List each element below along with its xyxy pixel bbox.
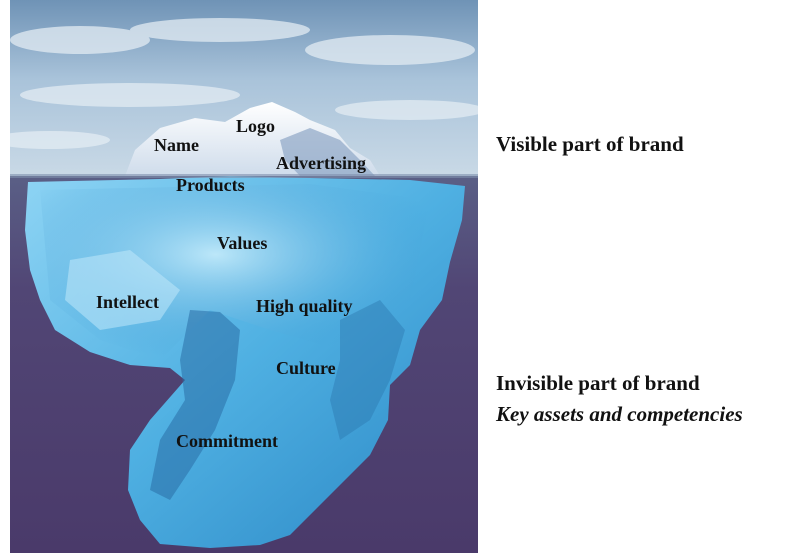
label-commitment: Commitment [176,431,278,451]
waterline [10,174,478,178]
iceberg-image [10,0,478,553]
label-values: Values [217,233,268,253]
label-products: Products [176,175,245,195]
visible-part-label: Visible part of brand [496,132,684,156]
label-culture: Culture [276,358,336,378]
iceberg-tip-shadow [280,128,375,176]
clouds [10,18,478,149]
label-high-quality: High quality [256,296,353,316]
label-name: Name [154,135,199,155]
iceberg-illustration [10,0,478,553]
label-advertising: Advertising [276,153,366,173]
invisible-part-subtitle: Key assets and competencies [496,402,743,426]
label-intellect: Intellect [96,292,159,312]
iceberg-light-streak [65,250,180,330]
label-logo: Logo [236,116,276,136]
iceberg-shadow-right [330,300,405,440]
iceberg-shadow [150,310,240,500]
invisible-part-label: Invisible part of brand [496,371,700,395]
